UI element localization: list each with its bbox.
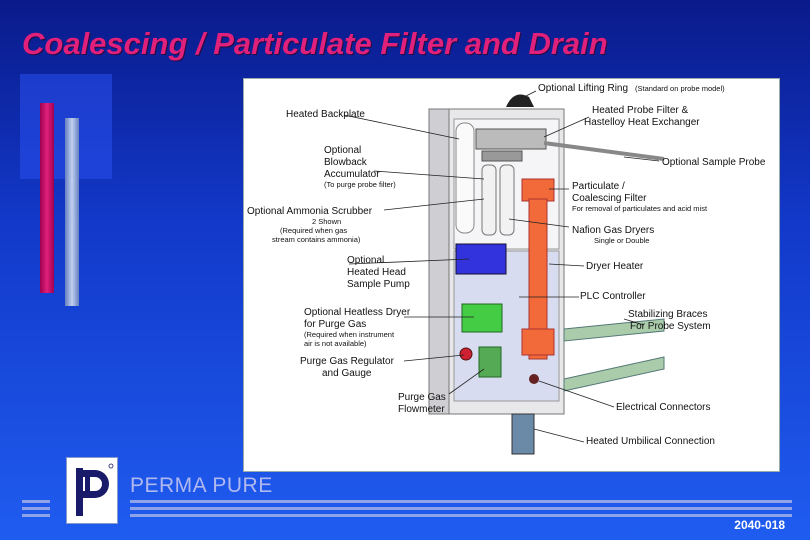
label-heatless-note-2: air is not available) <box>304 339 367 348</box>
diagram-illustration <box>343 90 665 455</box>
regulator-gauge <box>459 347 473 361</box>
label-blowback-3: Accumulator <box>324 169 380 180</box>
label-sample-probe: Optional Sample Probe <box>662 157 766 168</box>
brand-name: PERMA PURE <box>130 474 273 497</box>
label-flowmeter-1: Purge Gas <box>398 392 446 403</box>
leader-lines <box>343 90 660 443</box>
label-heatless-2: for Purge Gas <box>304 319 367 330</box>
label-connectors: Electrical Connectors <box>616 402 711 413</box>
decorative-blue-bar <box>65 118 79 306</box>
footer-bar <box>130 514 792 517</box>
coalescing-filter-column <box>528 198 548 360</box>
footer-bar <box>22 514 50 517</box>
footer-bar <box>130 500 792 503</box>
label-ammonia-note-1: 2 Shown <box>312 217 342 226</box>
footer-bar <box>22 507 50 510</box>
footer-bar <box>22 500 50 503</box>
lifting-ring <box>506 94 534 107</box>
label-blowback-note: (To purge probe filter) <box>324 180 396 189</box>
slide-code: 2040-018 <box>734 518 785 532</box>
label-particulate-1: Particulate / <box>572 181 625 192</box>
label-heated-probe-filter: Heated Probe Filter & <box>592 105 689 116</box>
label-ammonia: Optional Ammonia Scrubber <box>247 206 373 217</box>
label-braces-1: Stabilizing Braces <box>628 309 708 320</box>
label-heated-backplate: Heated Backplate <box>286 109 365 120</box>
label-ammonia-note-2: (Required when gas <box>280 226 348 235</box>
label-lifting-ring-note: (Standard on probe model) <box>635 84 725 93</box>
label-heatless-1: Optional Heatless Dryer <box>304 307 411 318</box>
label-pump-1: Optional <box>347 255 385 266</box>
electrical-connector <box>529 374 539 384</box>
probe-filter <box>475 128 547 150</box>
cabinet-side <box>428 108 450 415</box>
label-nafion: Nafion Gas Dryers <box>572 225 655 236</box>
label-flowmeter-2: Flowmeter <box>398 404 445 415</box>
label-particulate-note: For removal of particulates and acid mis… <box>572 204 708 213</box>
slide-title: Coalescing / Particulate Filter and Drai… <box>22 26 608 61</box>
label-nafion-note: Single or Double <box>594 236 650 245</box>
brace-upper <box>563 318 665 342</box>
coalescing-filter-top <box>521 178 555 202</box>
label-heatless-note-1: (Required when instrument <box>304 330 395 339</box>
decorative-pink-bar <box>40 103 54 293</box>
label-particulate-2: Coalescing Filter <box>572 193 647 204</box>
label-regulator-2: and Gauge <box>322 368 372 379</box>
label-dryer-heater: Dryer Heater <box>586 261 644 272</box>
label-pump-2: Heated Head <box>347 267 406 278</box>
label-blowback-2: Blowback <box>324 157 367 168</box>
sample-probe <box>543 141 665 161</box>
brace-lower <box>563 356 665 392</box>
label-plc: PLC Controller <box>580 291 646 302</box>
label-pump-3: Sample Pump <box>347 279 410 290</box>
logo-mark-icon <box>76 463 114 516</box>
nafion-dryer-2 <box>499 164 515 236</box>
label-umbilical: Heated Umbilical Connection <box>586 436 715 447</box>
perma-pure-logo <box>66 457 118 524</box>
label-blowback-1: Optional <box>324 145 362 156</box>
label-hastelloy: Hastelloy Heat Exchanger <box>584 117 700 128</box>
label-regulator-1: Purge Gas Regulator <box>300 356 394 367</box>
label-lifting-ring: Optional Lifting Ring <box>538 83 629 94</box>
footer-bar <box>130 507 792 510</box>
label-ammonia-note-3: stream contains ammonia) <box>272 235 361 244</box>
label-braces-2: For Probe System <box>630 321 711 332</box>
heatless-dryer <box>461 303 503 333</box>
nafion-dryer-1 <box>481 164 497 236</box>
flowmeter <box>478 346 502 378</box>
system-diagram: Optional Lifting Ring (Standard on probe… <box>243 78 780 472</box>
umbilical-connection <box>511 413 535 455</box>
